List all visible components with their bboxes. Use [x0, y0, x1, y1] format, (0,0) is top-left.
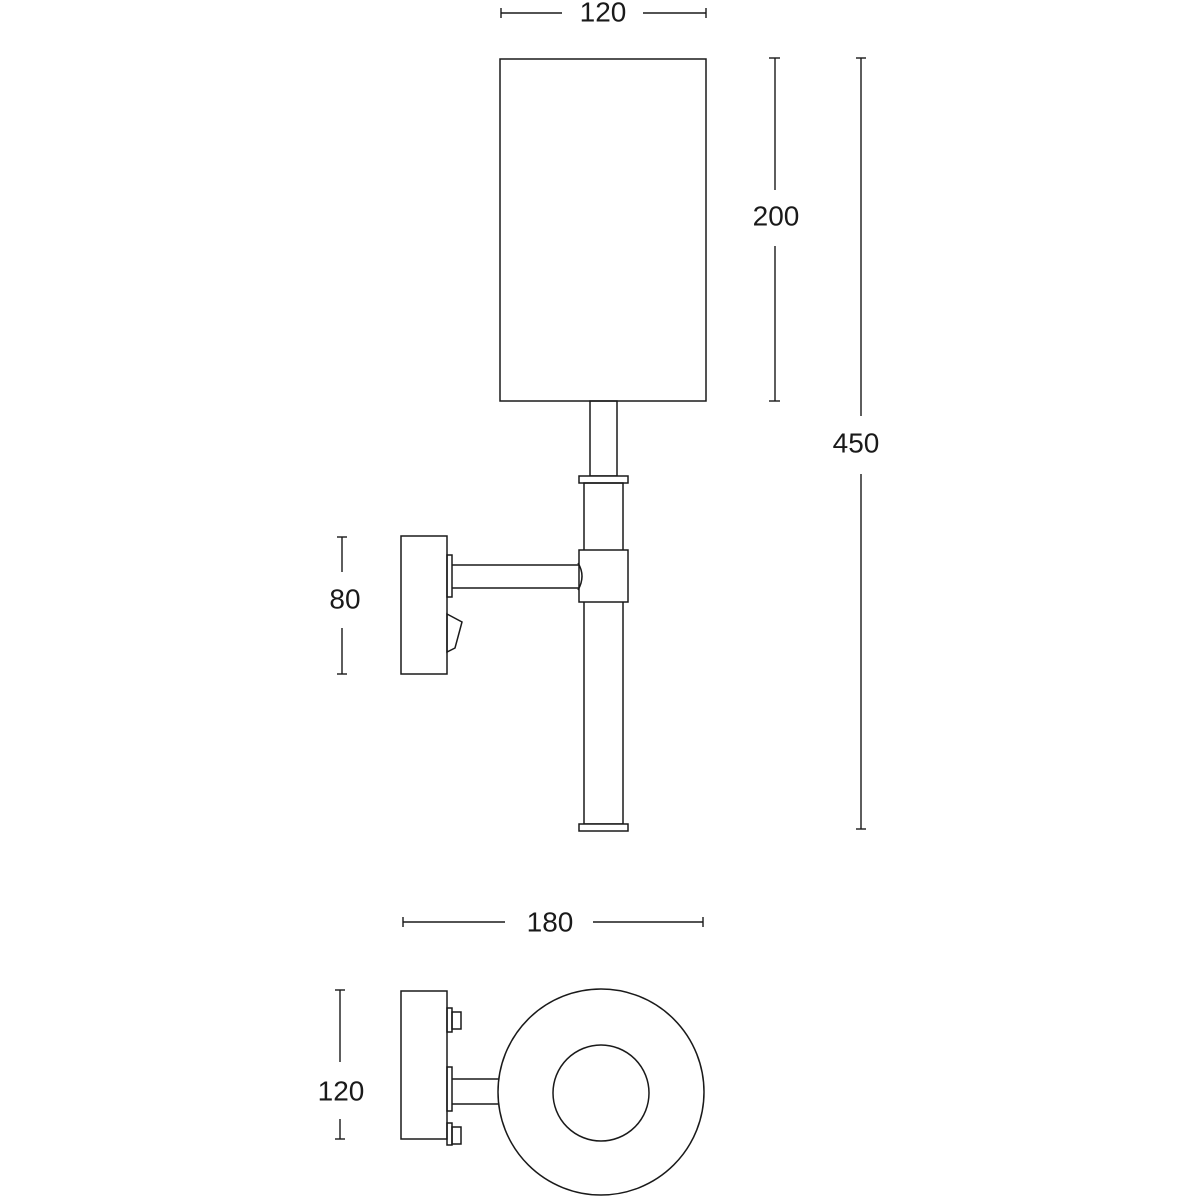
dim-label-backplate-width: 120 [318, 1075, 365, 1106]
dim-backplate-width: 120 [318, 989, 365, 1140]
dim-backplate-height: 80 [329, 536, 361, 675]
dim-shade-height: 200 [753, 57, 800, 402]
plan-screw-top-head [451, 1011, 462, 1030]
plan-backplate [400, 990, 448, 1140]
dim-label-backplate-height: 80 [329, 583, 360, 614]
wall-backplate [400, 535, 448, 675]
plan-shade-outer [497, 988, 705, 1196]
dim-label-shade-height: 200 [753, 200, 800, 231]
arm-clamp [578, 549, 629, 603]
arm-mount [446, 554, 453, 598]
plan-screw-bottom-head [451, 1126, 462, 1145]
main-tube [583, 482, 624, 825]
rocker-switch [446, 612, 463, 654]
plan-arm-mount [446, 1066, 453, 1112]
plan-view [400, 988, 705, 1196]
upper-stem [589, 400, 618, 477]
dim-label-shade-width: 120 [580, 0, 627, 27]
lamp-shade [499, 58, 707, 402]
dim-projection: 180 [402, 906, 704, 937]
dim-label-projection: 180 [527, 906, 574, 937]
dim-label-total-height: 450 [833, 427, 880, 458]
dim-total-height: 450 [833, 57, 880, 830]
bottom-cap [578, 823, 629, 832]
plan-shade-inner [552, 1044, 650, 1142]
dim-shade-width: 120 [500, 0, 707, 27]
clamp-arc [577, 562, 583, 591]
side-elevation-view [400, 58, 707, 832]
stem-collar [578, 475, 629, 484]
